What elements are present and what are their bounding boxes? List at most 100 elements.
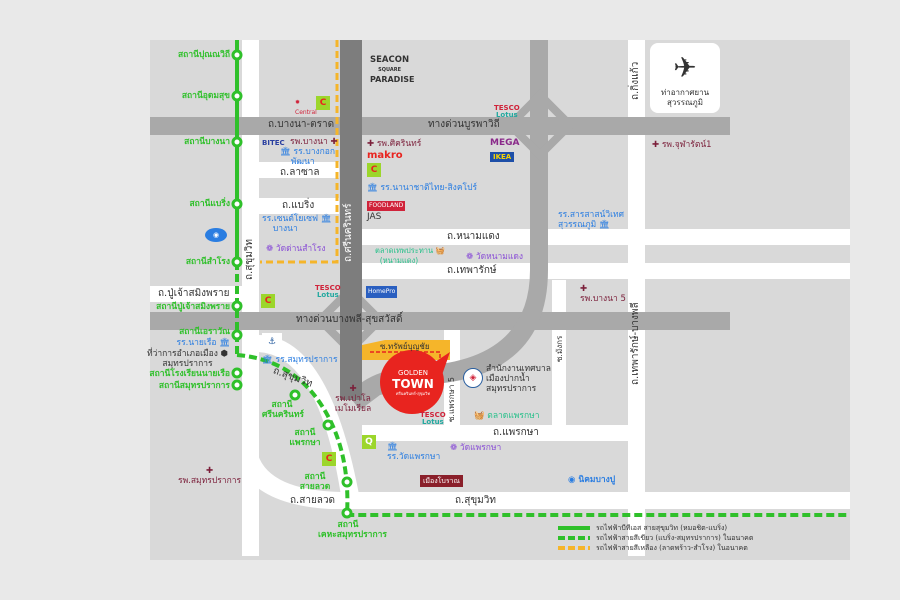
station-label: สถานีเอราวัณ [179, 327, 230, 337]
station-label: สถานีแพรกษา [289, 428, 321, 448]
station-label: สถานีศรีนครินทร์ [262, 400, 305, 420]
road-nam-daeng [362, 229, 850, 245]
bitec-logo: BITEC [262, 139, 285, 147]
expressway-bangphli-suksawat [150, 312, 730, 330]
road-bearing [259, 198, 339, 214]
makro-logo: makro [367, 150, 403, 161]
station-label: สถานีเคหะสมุทรปราการ [318, 520, 387, 540]
mueang-boran-logo: เมืองโบราณ [420, 475, 464, 487]
station-label: สถานีบางนา [184, 137, 230, 147]
homepro-logo: HomePro [366, 286, 398, 298]
road-label: ถ.เทพารักษ์ [447, 265, 497, 276]
chularat-hospital: ✚ รพ.จุฬารัตน์1 [652, 140, 712, 150]
expressway-burapha [150, 117, 730, 135]
thepprathan-market: ตลาดเทพประทาน 🧺 (หนามแดง) [375, 246, 445, 265]
road-pu-chao [150, 286, 242, 302]
central-logo: ✹Central [295, 99, 317, 116]
sarasas-school: รร.สารสาสน์วิเทศสุวรรณภูมิ 🏛 [558, 210, 624, 230]
foodland-logo: FOODLAND [367, 201, 406, 211]
road-label: ถ.กิ่งแก้ว [630, 61, 641, 100]
station-markers [231, 49, 353, 519]
wat-dan-samrong: ❁ วัดด่านสำโรง [266, 244, 326, 254]
wat-phraeksa: ❁ วัดแพรกษา [450, 443, 502, 453]
road-lasalle [259, 162, 339, 178]
bangna-hospital: รพ.บางนา ✚ [290, 137, 338, 147]
jas-logo: JAS [367, 212, 382, 222]
paradise-logo: PARADISE [370, 75, 415, 84]
road-label: ถ.สายลวด [290, 495, 336, 506]
expressways [150, 40, 730, 410]
yellow-line-route [260, 40, 339, 264]
golden-town-marker [380, 350, 444, 414]
road-label: ถ.ปู่เจ้าสมิงพราย [158, 288, 230, 299]
road-label: ซ.แพรกษา 5 [447, 377, 456, 422]
wat-nam-daeng: ❁ วัดหนามแดง [466, 252, 524, 262]
big-c-icon: C [322, 452, 336, 466]
airport-box [650, 43, 720, 113]
road-label: ถ.แบริ่ง [282, 200, 315, 211]
navy-seal-icon: ⚓ [262, 333, 282, 351]
municipal-office: สำนักงานเทศบาลเมืองปากน้ำสมุทรปราการ [486, 364, 551, 394]
big-c-icon: C [367, 163, 381, 177]
legend-item: รถไฟฟ้าบีทีเอส สายสุขุมวิท (หมอชิต-แบริ่… [596, 524, 728, 532]
station-label: สถานีสมุทรปราการ [158, 381, 230, 391]
phraeksa-market: 🧺 ตลาดแพรกษา [474, 411, 540, 421]
road-label: ถ.ศรีนครินทร์ [343, 203, 354, 262]
road-label: ทางด่วนบูรพาวิถี [428, 119, 500, 130]
road-label: ถ.ลาซาล [280, 167, 320, 178]
road-label: ถ.เทพารักษ์-บางพลี [630, 302, 641, 385]
station-label: สถานีปุณณวิถี [177, 50, 230, 60]
mega-bangna-logo: MEGA [490, 138, 520, 148]
road-label: ถ.สุขุมวิท [455, 495, 496, 506]
airport-label: ท่าอากาศยานสุวรรณภูมิ [660, 88, 710, 107]
station-label: สถานีสายลวด [299, 472, 331, 492]
samut-prakan-hospital: ✚รพ.สมุทรปราการ [178, 466, 242, 486]
roundabout [504, 89, 576, 161]
thai-singapore-school: 🏛 รร.นานาชาติไทย-สิงคโปร์ [367, 183, 478, 193]
airplane-icon: ✈ [673, 50, 697, 84]
paolo-hospital: ✚รพ.เปาโลเมโมเรียล [334, 384, 372, 414]
bangna5-hospital: ✚รพ.บางนา 5 [580, 284, 626, 304]
road-label: ถ.หนามแดง [447, 231, 500, 242]
st-joseph-school: รร.เซนต์โยเซฟ 🏛 บางนา [262, 214, 332, 234]
legend-item: รถไฟฟ้าสายสีเขียว (แบริ่ง-สมุทรปราการ) ใ… [596, 534, 754, 542]
road-phraeksa [362, 425, 628, 441]
road-sukhumvit [242, 40, 259, 556]
road-srinakarin [340, 40, 362, 400]
district-office: ที่ว่าการอำเภอเมือง ⬢สมุทรปราการ [146, 349, 228, 369]
station-label: สถานีโรงเรียนนายเรือ [149, 369, 230, 379]
wat-phraeksa-school: 🏛รร.วัดแพรกษา [387, 442, 441, 462]
q-house-icon: Q [362, 435, 376, 449]
road-label: ซ.มังกร [555, 335, 564, 362]
road-sai-luat [242, 455, 360, 509]
legend-item: รถไฟฟ้าสายสีเหลือง (ลาดพร้าว-สำโรง) ในอน… [596, 544, 748, 552]
road-king-kaeo [628, 40, 645, 556]
road-label: ถ.สุขุมวิท [244, 239, 255, 280]
station-label: สถานีอุดมสุข [181, 91, 230, 101]
road-label: ซ.ทรัพย์บุญชัย [380, 342, 430, 351]
road-theparak [362, 263, 850, 279]
station-label: สถานีแบริ่ง [189, 199, 230, 209]
road-label: ทางด่วนบางพลี-สุขสวัสดิ์ [296, 314, 403, 325]
mueang-boran-icon: ◉ [205, 228, 227, 242]
navy-school: รร.นายเรือ 🏛 [176, 338, 230, 348]
bangpu-industrial-estate: ◉ นิคมบางปู [568, 475, 616, 485]
bangkok-pattana-school: 🏛 รร.บางกอก พัฒนา [280, 147, 336, 167]
sikarin-hospital: ✚ รพ.ศิครินทร์ [367, 139, 422, 149]
road-sukhumvit-bottom [360, 492, 850, 509]
municipal-seal-icon: ◈ [463, 368, 483, 388]
road-label: ถ.แพรกษา [493, 427, 539, 438]
big-c-icon: C [316, 96, 330, 110]
samut-prakan-school: 🏛 รร.สมุทรปราการ [262, 355, 338, 365]
road-label: ถ.บางนา-ตราด [268, 119, 335, 130]
station-label: สถานีสำโรง [185, 257, 230, 267]
big-c-icon: C [261, 294, 275, 308]
ikea-logo: IKEA [490, 152, 515, 162]
station-label: สถานีปู่เจ้าสมิงพราย [156, 302, 230, 312]
